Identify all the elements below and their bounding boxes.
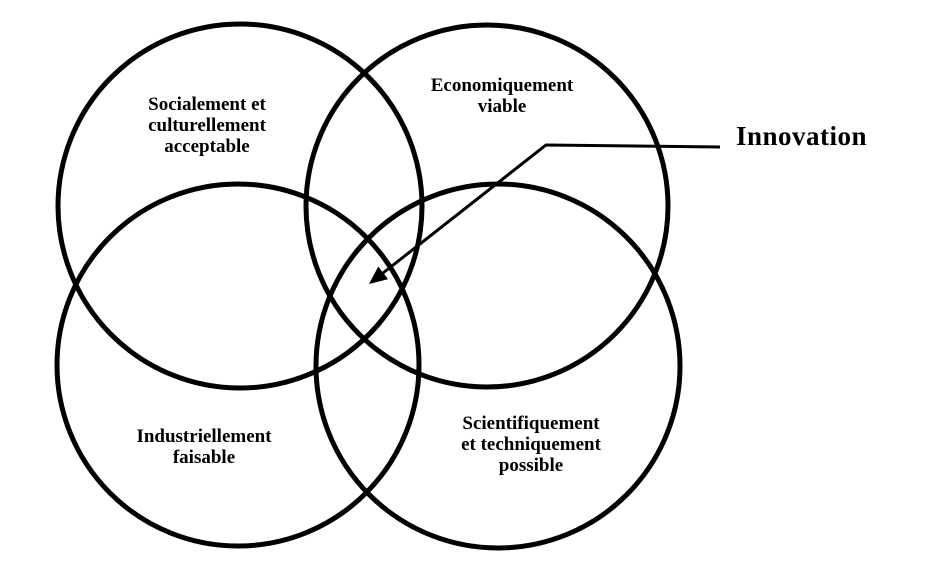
- arrowhead-icon: [369, 266, 389, 284]
- label-line: Economiquement: [430, 75, 574, 96]
- label-line: et techniquement: [461, 434, 601, 455]
- label-line: Socialement et: [148, 94, 266, 115]
- circle-industrial: [54, 181, 422, 549]
- label-line: possible: [498, 455, 564, 476]
- innovation-arrow-icon: [382, 143, 721, 275]
- label-line: culturellement: [148, 115, 266, 136]
- circle-economic: [303, 22, 671, 390]
- label-line: Industriellement: [136, 426, 272, 447]
- label-line: Scientifiquement: [462, 413, 600, 434]
- label-line: viable: [477, 96, 527, 117]
- innovation-label: Innovation: [736, 121, 868, 151]
- circle-scientific: [313, 181, 683, 551]
- label-economic: Economiquement viable: [431, 75, 574, 117]
- label-scientific: Scientifiquement et techniquement possib…: [461, 413, 601, 476]
- label-industrial: Industriellement faisable: [136, 426, 271, 468]
- circle-social: [55, 21, 425, 391]
- label-line: faisable: [172, 447, 236, 468]
- label-line: acceptable: [164, 136, 250, 157]
- label-social: Socialement et culturellement acceptable: [148, 94, 266, 157]
